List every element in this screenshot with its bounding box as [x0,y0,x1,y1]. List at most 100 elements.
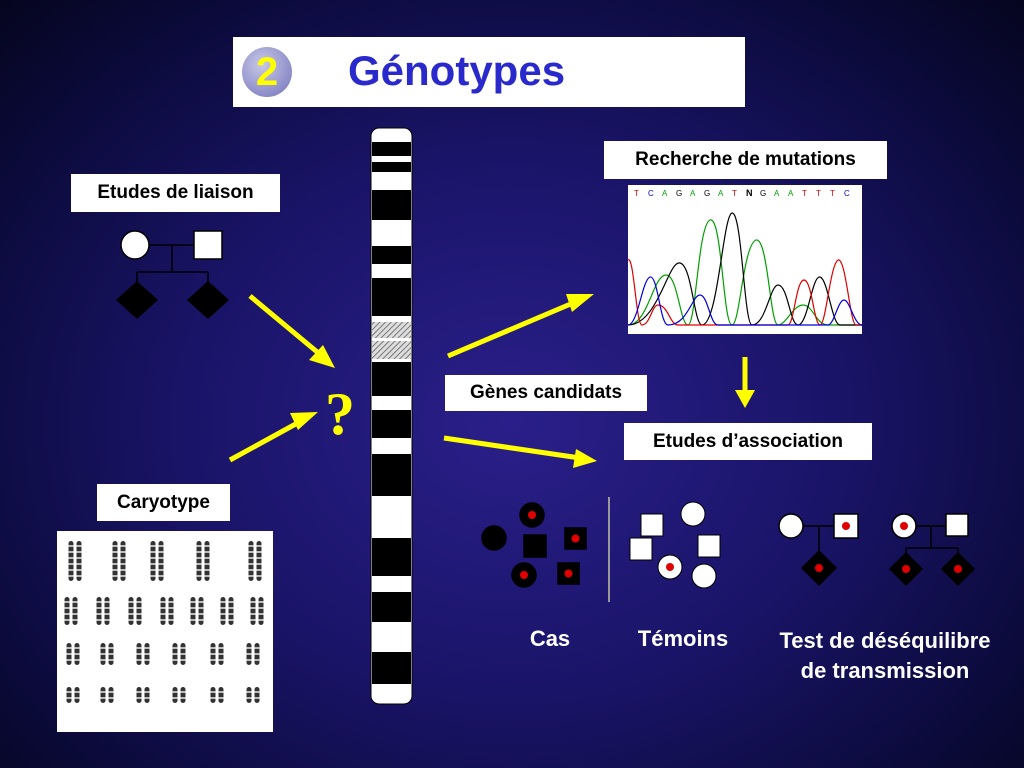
karyotype-chromosome [104,597,110,625]
label-etudes-liaison: Etudes de liaison [71,174,280,212]
karyotype-band [180,653,186,655]
karyotype-band [168,601,174,603]
karyotype-band [64,601,70,603]
karyotype-band [196,551,202,553]
arrow-mutations-to-association [735,357,755,408]
karyotype-band [248,545,254,547]
sequence-letter: T [802,189,807,198]
caption-test-line1: Test de déséquilibre [779,628,991,653]
karyotype-band [218,697,224,699]
karyotype-band [248,557,254,559]
karyotype-chromosome [250,597,256,625]
karyotype-band [172,659,178,661]
karyotype-band [66,659,72,661]
karyotype-band [256,569,262,571]
karyotype-band [258,613,264,615]
karyotype-band [160,619,166,621]
karyotype-band [180,691,186,693]
karyotype-band [218,659,224,661]
karyotype-band [108,691,114,693]
karyotype-band [204,563,210,565]
karyotype-band [250,619,256,621]
karyotype-band [144,691,150,693]
karyotype-band [218,653,224,655]
karyotype-band [144,653,150,655]
karyotype-band [72,613,78,615]
sequence-letter: T [634,189,639,198]
question-mark: ? [325,381,355,447]
label-recherche-mutations: Recherche de mutations [604,141,887,179]
karyotype-band [136,619,142,621]
karyotype-band [68,569,74,571]
karyotype-chromosome [168,597,174,625]
karyotype-band [68,557,74,559]
karyotype-band [76,557,82,559]
karyotype-band [158,569,164,571]
karyotype-band [158,575,164,577]
caption-cas: Cas [529,626,571,651]
karyotype-band [72,601,78,603]
karyotype-band [220,613,226,615]
centromere-hatch [372,322,411,338]
karyotype-band [120,557,126,559]
karyotype-band [112,557,118,559]
karyotype-band [74,697,80,699]
band [372,142,411,156]
label-genes-candidats: Gènes candidats [445,375,647,411]
karyotype-band [246,697,252,699]
karyotype-band [198,601,204,603]
karyotype-band [196,569,202,571]
karyotype-band [248,563,254,565]
karyotype-band [210,691,216,693]
karyotype-band [250,613,256,615]
karyotype-band [136,697,142,699]
karyotype-band [136,601,142,603]
karyotype-band [172,647,178,649]
title-box: 2 Génotypes [233,37,745,107]
karyotype-band [104,601,110,603]
karyotype-band [128,619,134,621]
band [372,190,411,220]
karyotype-band [246,691,252,693]
karyotype-band [248,575,254,577]
karyotype-band [112,545,118,547]
karyotype-band [150,545,156,547]
karyotype-band [172,691,178,693]
karyotype-band [136,653,142,655]
karyotype-band [168,613,174,615]
sequence-letter: A [718,189,724,198]
sequence-letter: A [774,189,780,198]
karyotype-band [72,619,78,621]
trace-blue [627,276,863,326]
karyotype-band [136,607,142,609]
karyotype-band [258,619,264,621]
karyotype-band [64,607,70,609]
karyotype-band [120,545,126,547]
karyotype-band [180,697,186,699]
karyotype-band [96,619,102,621]
karyotype-band [250,607,256,609]
karyotype-chromosome [190,597,196,625]
karyotype-band [158,551,164,553]
arrow-to-mutations [447,294,594,359]
karyotype-band [190,601,196,603]
karyotype-band [198,607,204,609]
karyotype-band [250,601,256,603]
karyotype-band [66,647,72,649]
pedigree-affected-diamond [186,280,230,320]
karyotype-band [120,575,126,577]
pedigree-tdt-1 [778,513,859,587]
karyotype-band [72,607,78,609]
arrows [228,294,755,468]
karyotype-band [220,607,226,609]
karyotype-band [172,653,178,655]
karyotype-band [100,697,106,699]
karyotype-band [248,569,254,571]
band [372,410,411,438]
label-etudes-association: Etudes d’association [624,423,872,460]
karyotype-band [190,613,196,615]
karyotype-band [196,563,202,565]
karyotype-band [68,551,74,553]
arrow-caryotype-to-question [228,412,318,463]
band [372,538,411,576]
